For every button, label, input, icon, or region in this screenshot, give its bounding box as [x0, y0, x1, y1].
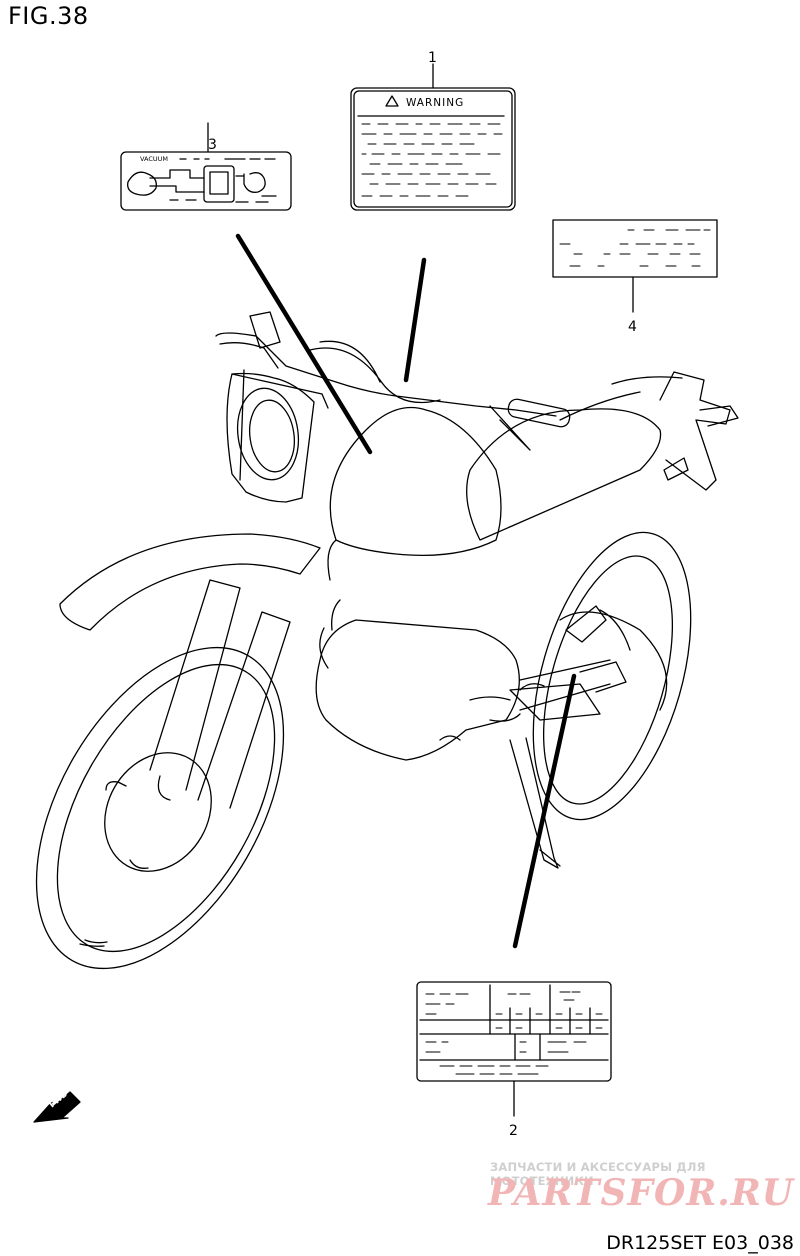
motorcycle-outline — [35, 311, 739, 970]
info-plate-label[interactable]: 2 — [416, 981, 612, 1139]
vacuum-label[interactable]: VACUUM 3 — [120, 122, 292, 211]
watermark-logo: PARTSFOR.RU — [488, 1172, 795, 1214]
warning-label-number: 1 — [428, 50, 437, 66]
fwd-arrow-icon: FWD — [33, 1089, 81, 1123]
figure-title: FIG.38 — [8, 2, 89, 30]
vacuum-label-number: 3 — [208, 137, 217, 153]
warning-label-heading: WARNING — [406, 97, 464, 109]
plain-label[interactable]: 4 — [552, 219, 718, 335]
figure-code: DR125SET E03_038 — [606, 1232, 794, 1254]
vacuum-label-heading: VACUUM — [140, 155, 168, 163]
warning-label[interactable]: WARNING 1 — [350, 50, 516, 211]
info-plate-number: 2 — [509, 1123, 518, 1139]
leader-lines — [235, 233, 577, 949]
plain-label-number: 4 — [628, 319, 637, 335]
watermark-tagline: ЗАПЧАСТИ И АКСЕССУАРЫ ДЛЯ МОТОТЕХНИКИ — [490, 1160, 706, 1188]
